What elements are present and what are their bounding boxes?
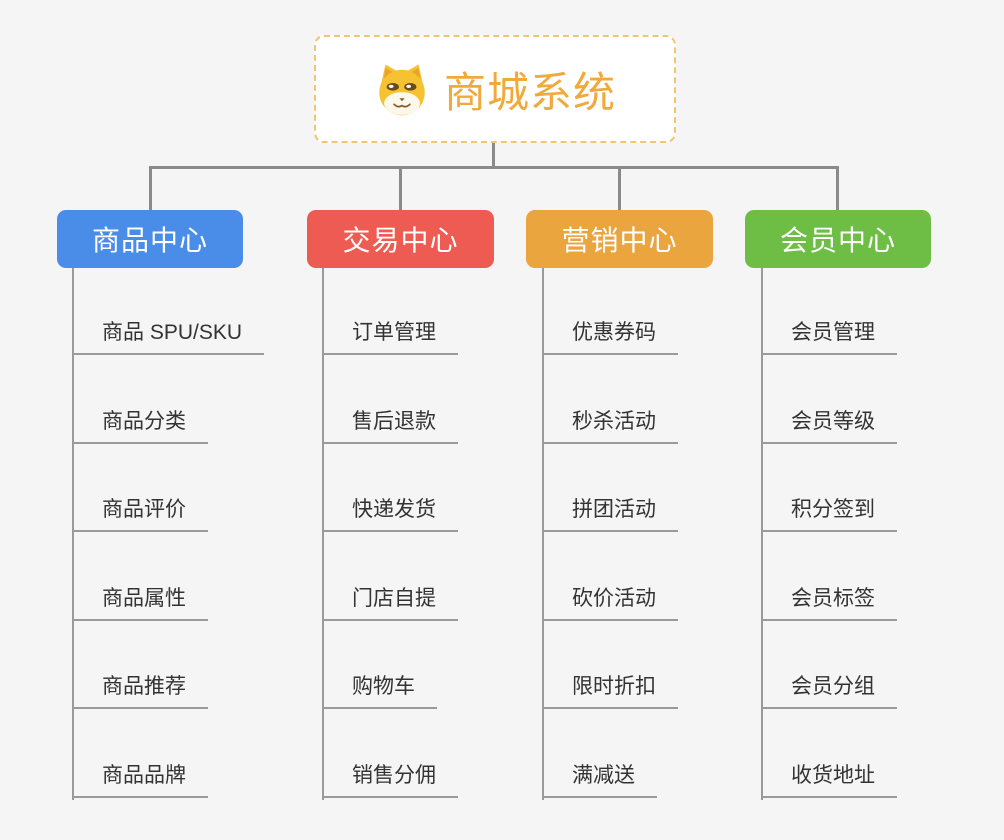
- branch-item[interactable]: 会员等级: [761, 408, 897, 444]
- connector-horizontal-bar: [149, 166, 839, 169]
- branch-header-marketing-center[interactable]: 营销中心: [526, 210, 713, 268]
- branch-trunk-marketing: [542, 268, 544, 800]
- branch-item[interactable]: 限时折扣: [542, 673, 678, 709]
- branch-trunk-trade: [322, 268, 324, 800]
- root-title: 商城系统: [443, 68, 616, 116]
- branch-item[interactable]: 售后退款: [322, 408, 458, 444]
- branch-item[interactable]: 砍价活动: [542, 585, 678, 621]
- branch-item[interactable]: 商品品牌: [72, 762, 208, 798]
- connector-drop-product: [149, 168, 152, 210]
- branch-item[interactable]: 商品推荐: [72, 673, 208, 709]
- branch-item[interactable]: 门店自提: [322, 585, 458, 621]
- branch-item[interactable]: 满减送: [542, 762, 657, 798]
- branch-item[interactable]: 收货地址: [761, 762, 897, 798]
- branch-item[interactable]: 会员分组: [761, 673, 897, 709]
- doge-icon: [379, 64, 425, 116]
- branch-trunk-member: [761, 268, 763, 800]
- connector-drop-member: [836, 168, 839, 210]
- branch-item[interactable]: 秒杀活动: [542, 408, 678, 444]
- branch-header-member-center[interactable]: 会员中心: [745, 210, 931, 268]
- root-node[interactable]: 商城系统: [314, 35, 676, 143]
- branch-item[interactable]: 积分签到: [761, 496, 897, 532]
- connector-drop-trade: [399, 168, 402, 210]
- branch-item[interactable]: 优惠券码: [542, 319, 678, 355]
- branch-item[interactable]: 会员标签: [761, 585, 897, 621]
- branch-item[interactable]: 购物车: [322, 673, 437, 709]
- branch-item[interactable]: 销售分佣: [322, 762, 458, 798]
- connector-drop-marketing: [618, 168, 621, 210]
- branch-item[interactable]: 商品评价: [72, 496, 208, 532]
- branch-trunk-product: [72, 268, 74, 800]
- connector-root-stub: [492, 143, 495, 168]
- branch-item[interactable]: 商品 SPU/SKU: [72, 319, 265, 355]
- branch-header-product-center[interactable]: 商品中心: [57, 210, 243, 268]
- branch-item[interactable]: 拼团活动: [542, 496, 678, 532]
- branch-item[interactable]: 商品属性: [72, 585, 208, 621]
- branch-item[interactable]: 商品分类: [72, 408, 208, 444]
- branch-item[interactable]: 订单管理: [322, 319, 458, 355]
- branch-item[interactable]: 快递发货: [322, 496, 458, 532]
- branch-header-trade-center[interactable]: 交易中心: [307, 210, 494, 268]
- branch-item[interactable]: 会员管理: [761, 319, 897, 355]
